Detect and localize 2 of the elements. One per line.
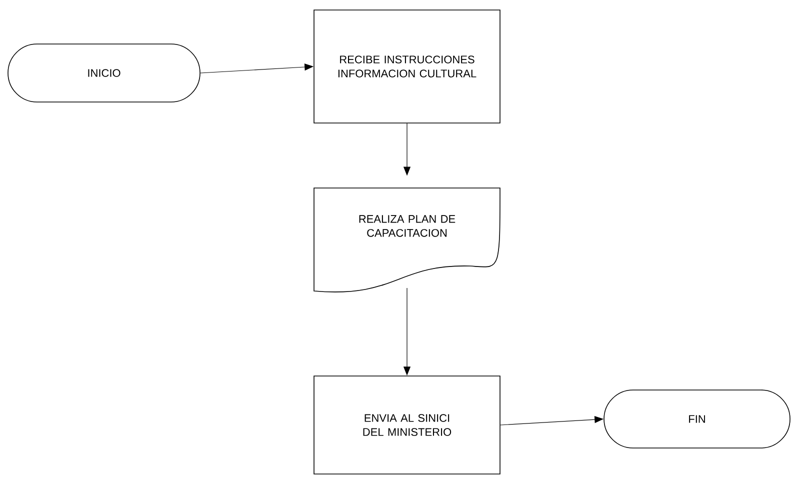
process-box: RECIBE INSTRUCCIONES INFORMACION CULTURAL	[314, 10, 500, 124]
process-box: ENVIA AL SINICI DEL MINISTERIO	[314, 376, 500, 474]
